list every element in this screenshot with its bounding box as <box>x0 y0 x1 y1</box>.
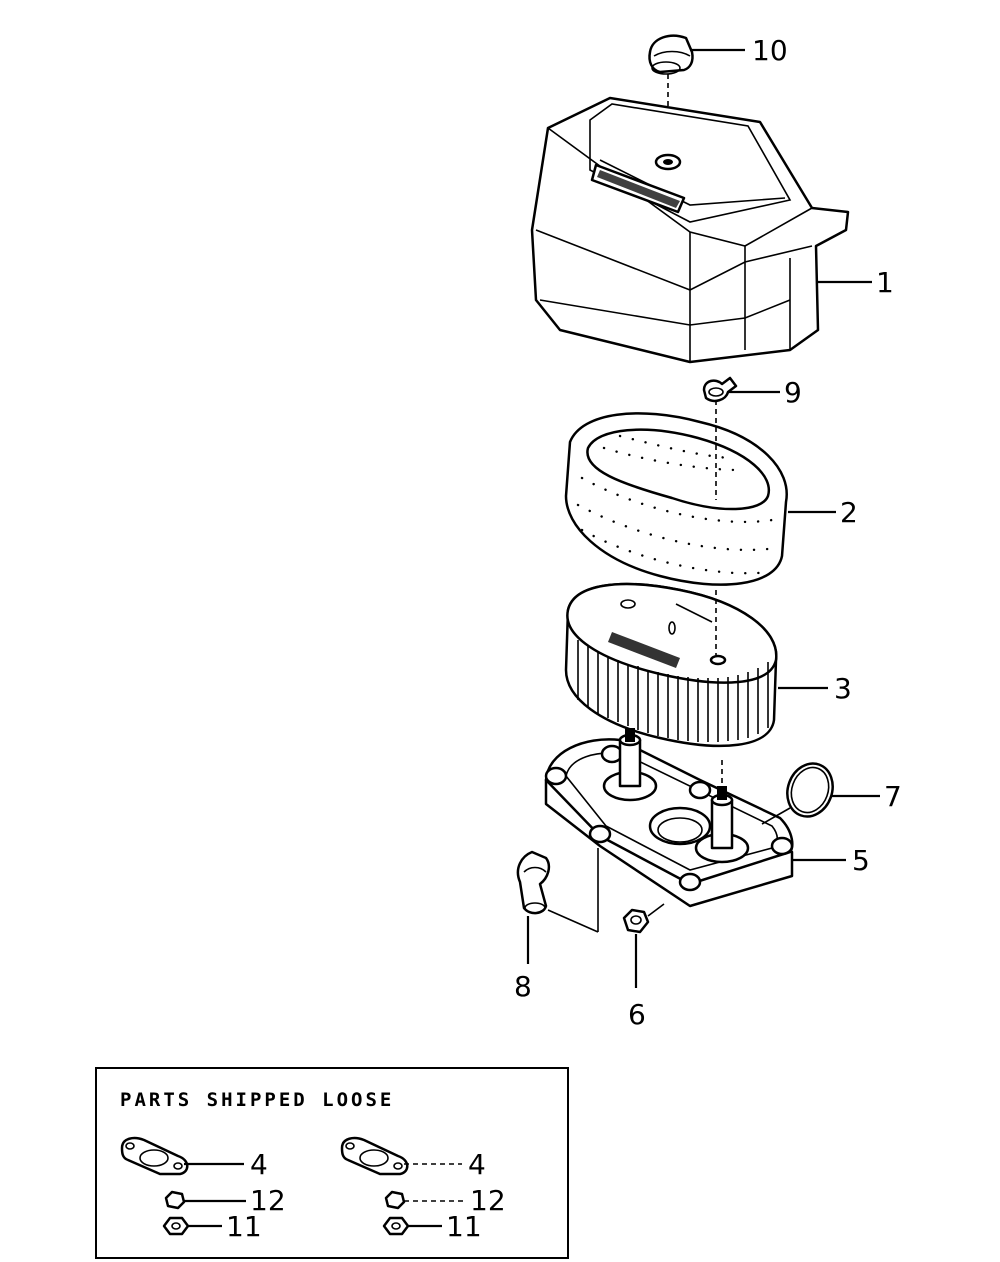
callout-10: 10 <box>752 34 788 67</box>
parts-shipped-loose-box: PARTS SHIPPED LOOSE 4 12 11 4 <box>95 1067 569 1259</box>
loose-parts-title: PARTS SHIPPED LOOSE <box>120 1089 394 1111</box>
knob-part <box>648 34 694 75</box>
callout-6: 6 <box>628 998 646 1031</box>
breather-elbow-part <box>516 850 551 915</box>
callout-5: 5 <box>852 844 870 877</box>
callout-12-left: 12 <box>250 1184 286 1217</box>
nut-part <box>622 908 650 934</box>
gasket-left <box>120 1136 189 1176</box>
air-cleaner-cover-part <box>530 96 850 364</box>
callout-11-left: 11 <box>226 1210 262 1243</box>
callout-12-right: 12 <box>470 1184 506 1217</box>
nut-left <box>162 1216 190 1236</box>
callout-4-right: 4 <box>468 1148 486 1181</box>
washer-left <box>164 1190 186 1210</box>
washer-right <box>384 1190 406 1210</box>
base-plate-part <box>544 728 794 908</box>
filter-pleats <box>577 640 769 742</box>
wing-nut-part <box>702 376 738 403</box>
o-ring-part <box>786 762 834 818</box>
callout-9: 9 <box>784 376 802 409</box>
loose-set-left: 4 12 11 <box>120 1136 286 1243</box>
pre-cleaner-foam-part <box>564 412 788 586</box>
paper-filter-element-part <box>564 582 778 748</box>
callout-3: 3 <box>834 672 852 705</box>
callout-8: 8 <box>514 970 532 1003</box>
callout-11-right: 11 <box>446 1210 482 1243</box>
nut-right <box>382 1216 410 1236</box>
gasket-right <box>340 1136 409 1176</box>
callout-2: 2 <box>840 496 858 529</box>
callout-4-left: 4 <box>250 1148 268 1181</box>
loose-set-right: 4 12 11 <box>340 1136 506 1243</box>
callout-1: 1 <box>876 266 894 299</box>
callout-7: 7 <box>884 780 902 813</box>
